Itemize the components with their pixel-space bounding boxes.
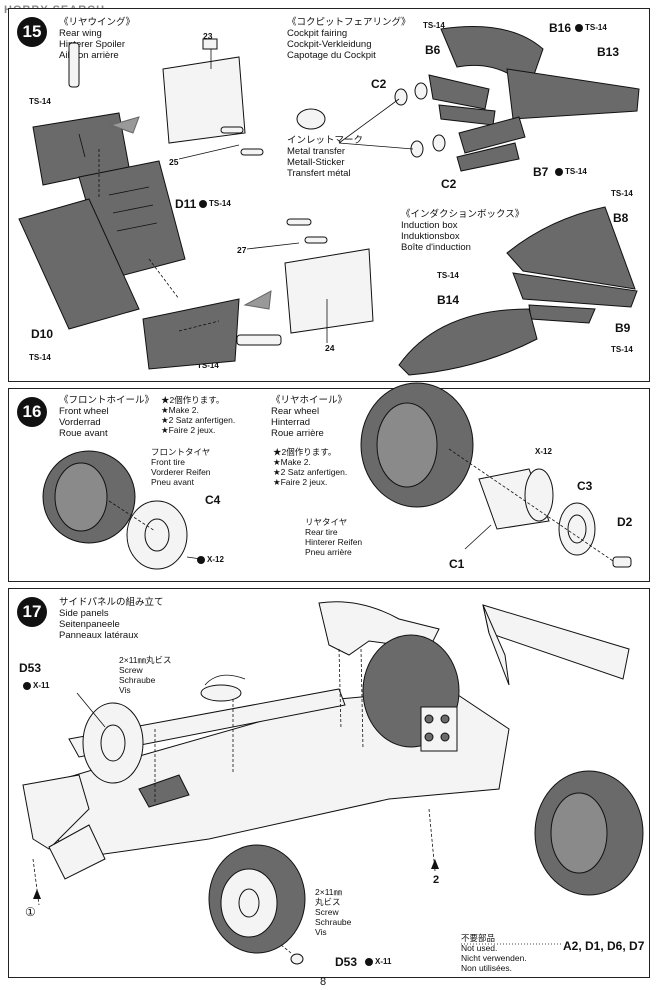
paint-dot-icon xyxy=(23,681,31,690)
decal-24-label: 24 xyxy=(325,343,335,353)
paint-ts14-d11: TS-14 xyxy=(199,199,231,208)
part-c2-top-label: C2 xyxy=(371,77,387,91)
paint-ts14-b16: TS-14 xyxy=(575,23,607,32)
paint-dot-icon xyxy=(555,167,563,176)
cockpit-part-b13 xyxy=(506,68,640,120)
induction-box-heading: 《インダクションボックス》 Induction box Induktionsbo… xyxy=(401,209,525,253)
decal-card-bottom xyxy=(284,248,374,334)
paint-x12-rear: X-12 xyxy=(535,447,552,456)
part-b6-label: B6 xyxy=(425,43,441,57)
step-16-panel: 16 《フロントホイール》 Front wheel Vorderrad Roue… xyxy=(8,382,650,582)
decal-card-top xyxy=(162,56,246,144)
cockpit-part-b7 xyxy=(458,116,526,154)
paint-x11-top: X-11 xyxy=(23,681,49,690)
part-c4-label: C4 xyxy=(205,493,221,507)
part-c1-label: C1 xyxy=(449,557,465,571)
cockpit-part-b6 xyxy=(428,74,490,110)
inlet-mark-label: インレットマーク Metal transfer Metall-Sticker T… xyxy=(287,135,364,179)
part-b13-label: B13 xyxy=(597,45,620,59)
wing-endplate-part xyxy=(142,298,240,370)
part-d53-top-label: D53 xyxy=(19,661,42,675)
screw-label-bottom: 2×11㎜ 丸ビス Screw Schraube Vis xyxy=(315,887,352,937)
paint-dot-icon xyxy=(199,199,207,208)
part-b9-label: B9 xyxy=(615,321,631,335)
not-used-note: 不要部品 Not used. Nicht verwenden. Non util… xyxy=(461,933,527,973)
paint-x12-front: X-12 xyxy=(197,555,224,564)
axle-nut-d2 xyxy=(612,556,632,568)
rear-tire-label: リヤタイヤ Rear tire Hinterer Reifen Pneu arr… xyxy=(305,517,363,557)
cockpit-fairing-heading: 《コクピットフェアリング》 Cockpit fairing Cockpit-Ve… xyxy=(287,17,411,61)
front-wheel-heading: 《フロントホイール》 Front wheel Vorderrad Roue av… xyxy=(59,395,155,439)
part-d2-label: D2 xyxy=(617,515,633,529)
paint-ts14-b9: TS-14 xyxy=(611,345,633,354)
paint-ts14-d10: TS-14 xyxy=(29,353,51,362)
paint-ts14-endplate: TS-14 xyxy=(197,361,219,370)
side-panels-heading: サイドパネルの組み立て Side panels Seitenpaneele Pa… xyxy=(59,597,164,641)
paint-dot-icon xyxy=(197,555,205,564)
front-wing xyxy=(22,774,90,850)
paint-ts14-b7: TS-14 xyxy=(555,167,587,176)
part-c2-bottom-label: C2 xyxy=(441,177,457,191)
induction-part-b9 xyxy=(528,304,596,324)
front-make-two-note: ★2個作ります。 ★Make 2. ★2 Satz anfertigen. ★F… xyxy=(161,395,236,435)
paint-ts14-b14: TS-14 xyxy=(437,271,459,280)
step-number: 15 xyxy=(17,17,47,47)
page-number: 8 xyxy=(320,976,327,988)
step-number: 16 xyxy=(17,397,47,427)
paint-ts14-b6: TS-14 xyxy=(423,21,445,30)
screw-label-top: 2×11㎜丸ビス Screw Schraube Vis xyxy=(119,655,172,695)
paint-dot-icon xyxy=(365,957,373,966)
pen-icon xyxy=(236,334,282,346)
front-tire-label: フロントタイヤ Front tire Vorderer Reifen Pneu … xyxy=(151,447,211,487)
part-d53-bottom-label: D53 xyxy=(335,955,358,969)
paint-ts14-b8: TS-14 xyxy=(611,189,633,198)
step-17-panel: 17 サイドパネルの組み立て Side panels Seitenpaneele… xyxy=(8,588,650,978)
part-d10-label: D10 xyxy=(31,327,54,341)
part-c3-label: C3 xyxy=(577,479,593,493)
callout-1: ① xyxy=(25,905,36,919)
induction-box-b8 xyxy=(506,206,636,290)
step-number: 17 xyxy=(17,597,47,627)
callout-2: 2 xyxy=(433,874,440,886)
part-b7-label: B7 xyxy=(533,165,549,179)
part-d11-label: D11 xyxy=(175,197,197,211)
induction-part-b14 xyxy=(398,308,538,376)
decal-23-label: 23 xyxy=(203,31,213,41)
step-15-panel: 15 《リヤウイング》 Rear wing Hinterer Spoiler A… xyxy=(8,8,650,382)
rear-wheel-heading: 《リヤホイール》 Rear wheel Hinterrad Roue arriè… xyxy=(271,395,348,439)
step-16-illustration xyxy=(42,382,632,570)
wing-lower-part xyxy=(18,198,140,330)
rear-make-two-note: ★2個作ります。 ★Make 2. ★2 Satz anfertigen. ★F… xyxy=(273,447,348,487)
rear-wing-heading: 《リヤウイング》 Rear wing Hinterer Spoiler Aile… xyxy=(59,17,136,61)
decal-27-label: 27 xyxy=(237,245,247,255)
paint-ts14-wing: TS-14 xyxy=(29,97,51,106)
part-b14-label: B14 xyxy=(437,293,460,307)
engine-block xyxy=(420,706,458,752)
part-b16-label: B16 xyxy=(549,21,572,35)
paint-dot-icon xyxy=(575,23,583,32)
step-15-illustration xyxy=(18,26,640,376)
step-17-illustration xyxy=(22,601,644,965)
pen-icon xyxy=(68,42,80,88)
paint-x11-bottom: X-11 xyxy=(365,957,391,966)
decal-25-label: 25 xyxy=(169,157,179,167)
part-b8-label: B8 xyxy=(613,211,629,225)
not-used-parts: A2, D1, D6, D7 xyxy=(563,939,645,953)
